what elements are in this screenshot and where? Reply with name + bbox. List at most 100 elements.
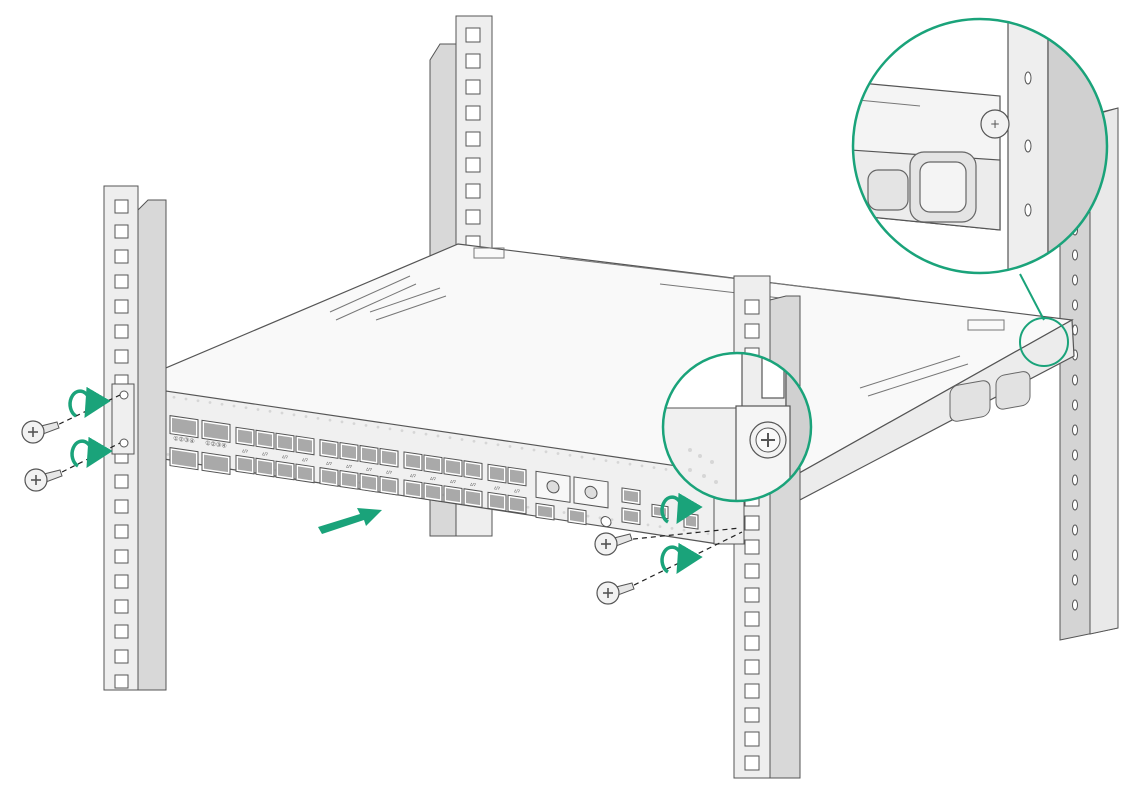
rack-hole (114, 199, 129, 214)
rotation-arrow (660, 542, 703, 575)
rack-hole (114, 574, 129, 589)
vent-dot (640, 464, 644, 468)
rack-hole (744, 659, 760, 675)
rack-hole (465, 209, 481, 225)
vent-dot (586, 514, 590, 518)
qsfp-port-opening (204, 422, 228, 441)
vent-dot (520, 446, 524, 450)
sfp-port-opening (466, 491, 480, 506)
port-label: ①②③④ (205, 440, 226, 450)
vent-dot (244, 406, 248, 410)
rotation-arrow-path (660, 542, 703, 575)
qsfp-port-opening (172, 449, 196, 468)
rack-hole (744, 707, 760, 723)
rotation-arrow-path (70, 436, 113, 469)
sfp-port-opening (426, 485, 440, 500)
vent-dot (208, 401, 212, 404)
rack-hole (114, 599, 129, 614)
vent-dot (316, 416, 320, 420)
screw-guide-line (625, 531, 743, 590)
sfp-port-opening (490, 494, 504, 509)
vent-dot (448, 436, 452, 440)
vent-dot (604, 459, 608, 462)
front-bracket-detail-callout (661, 351, 813, 503)
rotation-arrow (70, 436, 113, 469)
rack-hole (114, 499, 129, 514)
vent-dot (652, 466, 656, 470)
port-label: ▵▿ (242, 447, 248, 455)
sfp-port-opening (322, 441, 336, 456)
vent-dot (682, 528, 686, 532)
rack-hole (114, 474, 129, 489)
rack-hole (744, 299, 760, 315)
vent-dot (232, 404, 236, 408)
reset-button (600, 516, 612, 528)
rotation-arrow-path (68, 386, 111, 419)
sfp-port-opening (406, 482, 420, 497)
vent-dot (526, 505, 530, 509)
sfp-port-opening (510, 497, 524, 512)
sfp-port-opening (238, 429, 252, 444)
rack-hole (114, 274, 129, 289)
rack-hole (114, 674, 129, 689)
vent-dot (616, 460, 620, 464)
sfp-port-opening (322, 469, 336, 484)
rack-hole (744, 635, 760, 651)
sfp-port-opening (406, 454, 420, 469)
port-label: ①②③④ (173, 435, 194, 445)
rear-right-rack-post (1059, 107, 1119, 641)
vent-dot (412, 431, 416, 434)
rack-hole (1072, 599, 1078, 611)
vent-dot (280, 411, 284, 415)
vent-dot (172, 395, 176, 399)
sfp-port-opening (362, 475, 376, 490)
rack-hole (1072, 374, 1078, 386)
vent-dot (580, 455, 584, 459)
rack-hole (465, 157, 481, 173)
vent-dot (646, 523, 650, 527)
rack-hole (114, 224, 129, 239)
rack-hole (744, 755, 760, 771)
port-label: ▵▿ (386, 468, 392, 476)
port-label: ▵▿ (282, 453, 288, 461)
rack-hole (744, 323, 760, 339)
vent-dot (220, 402, 224, 406)
vent-dot (436, 434, 440, 438)
port-label: ▵▿ (470, 481, 476, 489)
vent-dot (544, 450, 548, 454)
rack-hole (465, 27, 481, 43)
rack-hole (465, 131, 481, 147)
module-knob (546, 480, 560, 494)
sfp-port-opening (342, 472, 356, 487)
sfp-port-opening (382, 478, 396, 493)
sfp-port-opening (258, 460, 272, 475)
sfp-port-opening (446, 460, 460, 475)
port-label: ▵▿ (450, 478, 456, 486)
vent-dot (562, 511, 566, 514)
rack-hole (114, 249, 129, 264)
vent-dot (706, 532, 710, 536)
sfp-port-opening (342, 444, 356, 459)
rotation-arrow-path (660, 492, 703, 525)
port-label: ▵▿ (430, 475, 436, 483)
vent-dot (598, 516, 602, 520)
sfp-port-opening (510, 469, 524, 484)
insert-direction-arrow (318, 508, 382, 534)
rack-hole (744, 683, 760, 699)
sfp-port-opening (298, 466, 312, 481)
vent-dot (592, 457, 596, 461)
rack-hole (1072, 299, 1078, 311)
vent-dot (568, 453, 572, 457)
rack-hole (465, 53, 481, 69)
rack-hole (1072, 524, 1078, 536)
vent-dot (388, 427, 392, 431)
screw-guide-line (623, 527, 741, 541)
rack-hole (744, 611, 760, 627)
qsfp-port-opening (172, 417, 196, 436)
vent-dot (328, 418, 332, 422)
qsfp-port-opening (204, 454, 228, 473)
sfp-port-opening (278, 463, 292, 478)
vent-dot (556, 452, 560, 455)
